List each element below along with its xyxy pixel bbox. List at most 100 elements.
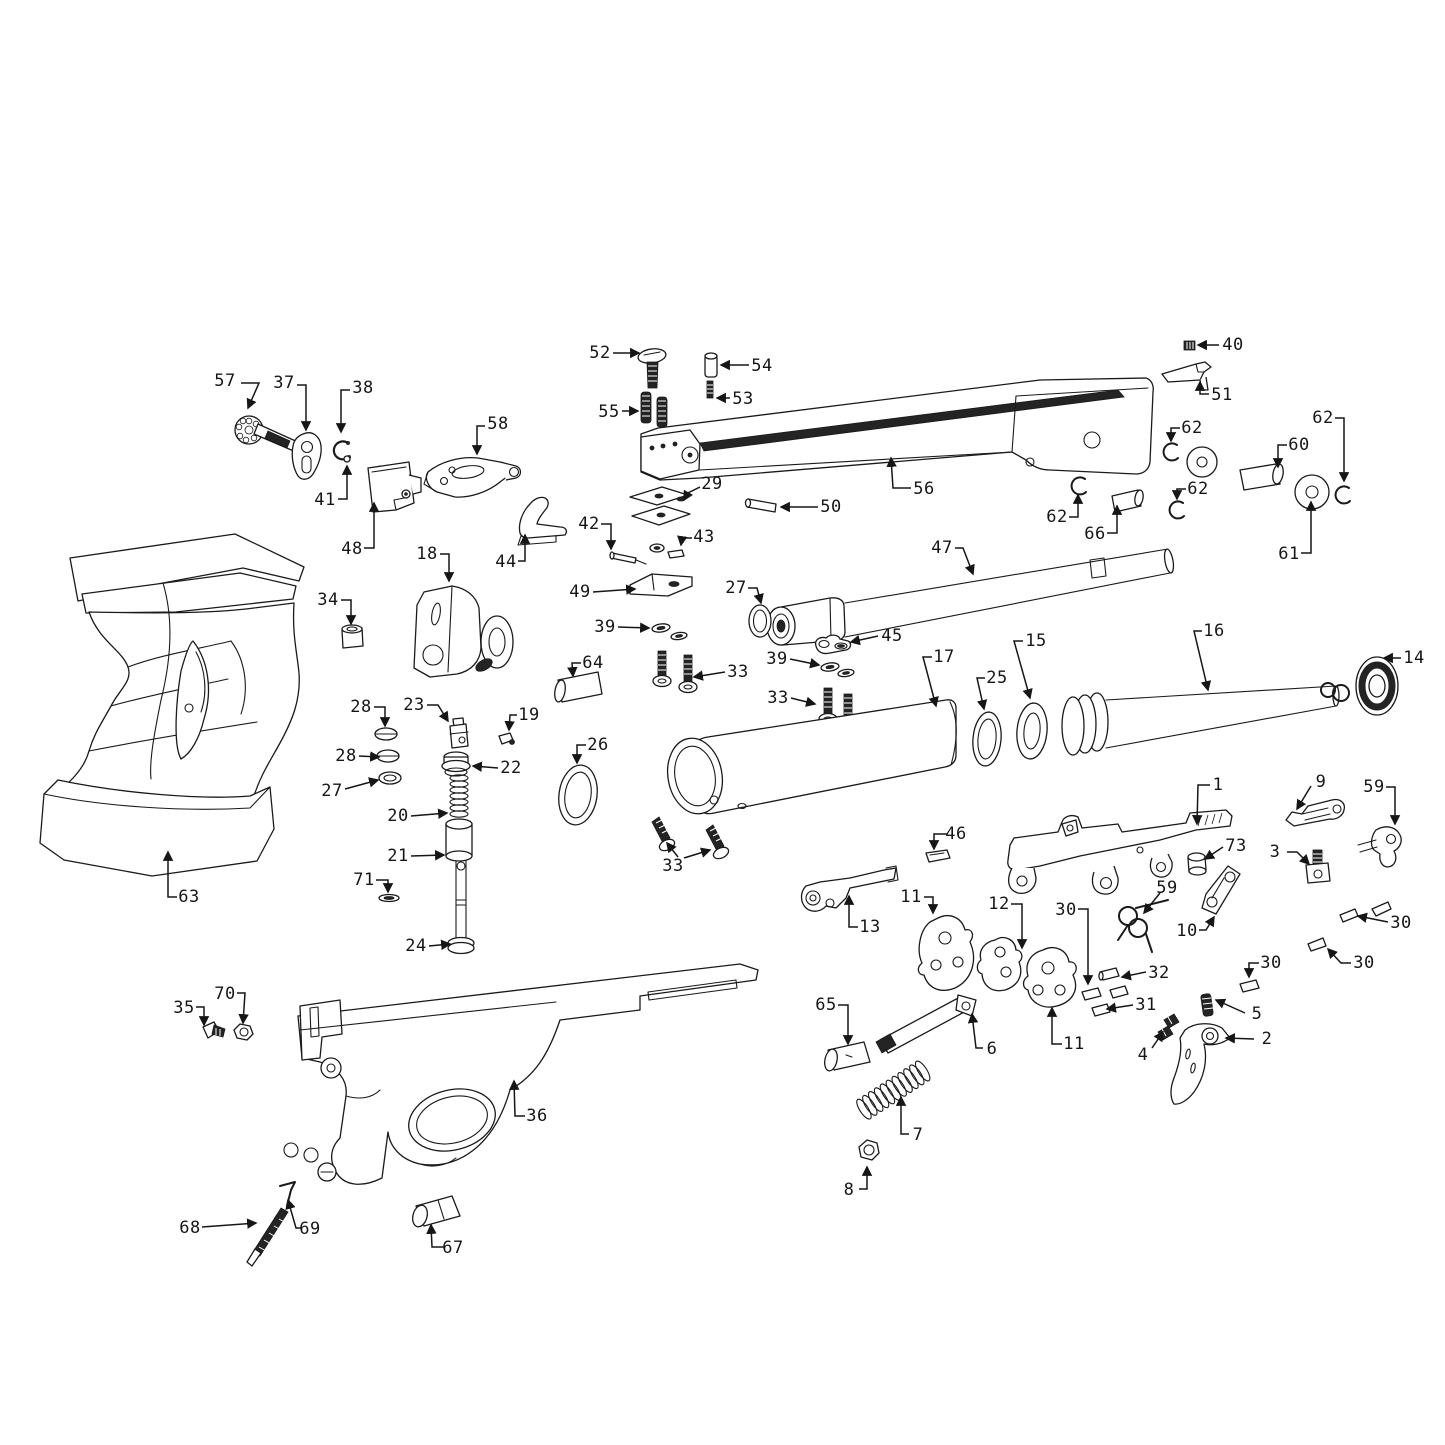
part-label-18: 18	[416, 544, 437, 564]
leader-line-25	[976, 677, 988, 711]
part-34-bushing	[341, 624, 364, 649]
leader-line-44	[518, 533, 531, 562]
part-label-2: 2	[1262, 1029, 1273, 1049]
part-label-22: 22	[500, 758, 521, 778]
part-label-50: 50	[820, 497, 841, 517]
part-32-pin	[1098, 967, 1120, 981]
part-21-piston-cap	[445, 818, 473, 871]
part-69-bent-pin	[279, 1181, 296, 1207]
leader-line-48	[364, 501, 380, 549]
leader-line-33	[683, 847, 712, 859]
part-22-seal	[441, 751, 471, 777]
leader-line-5	[1214, 998, 1246, 1014]
leader-line-70	[237, 992, 249, 1025]
leader-line-63	[162, 850, 177, 898]
part-label-19: 19	[518, 705, 539, 725]
part-label-24: 24	[405, 936, 426, 956]
part-label-57: 57	[214, 371, 235, 391]
part-45-clamp	[814, 634, 852, 655]
leader-line-56	[886, 456, 911, 489]
part-30-pin-a	[1081, 987, 1102, 1001]
part-label-51: 51	[1211, 385, 1232, 405]
leader-line-16	[1193, 630, 1212, 692]
leader-line-19	[504, 714, 517, 732]
leader-line-65	[838, 1004, 854, 1046]
part-label-13: 13	[859, 917, 880, 937]
leader-line-57	[241, 382, 261, 410]
leader-line-38	[335, 389, 350, 434]
part-62-circlip-b	[1334, 485, 1351, 505]
part-label-21: 21	[387, 846, 408, 866]
leader-line-59	[1143, 892, 1161, 915]
part-label-62: 62	[1187, 479, 1208, 499]
leader-line-49	[592, 584, 637, 595]
leader-line-59	[1386, 786, 1401, 826]
leader-line-58	[471, 425, 485, 456]
part-20-spring	[449, 774, 469, 818]
leader-line-6	[967, 1012, 983, 1049]
leader-line-4	[1151, 1030, 1164, 1049]
part-label-65: 65	[815, 995, 836, 1015]
leader-line-39	[789, 658, 821, 669]
leader-line-1	[1191, 784, 1210, 826]
leader-line-69	[285, 1198, 302, 1229]
part-label-7: 7	[913, 1125, 924, 1145]
part-9-lever	[1285, 798, 1346, 827]
part-label-31: 31	[1135, 995, 1156, 1015]
part-59-trigger-lever	[1357, 826, 1402, 868]
part-label-71: 71	[353, 870, 374, 890]
part-label-66: 66	[1084, 524, 1105, 544]
part-25-oring	[972, 711, 1002, 767]
leader-line-30	[1078, 908, 1094, 986]
part-label-39: 39	[594, 617, 615, 637]
part-label-67: 67	[442, 1238, 463, 1258]
part-26-oring	[558, 764, 598, 826]
part-label-73: 73	[1225, 836, 1246, 856]
part-10-link	[1201, 865, 1241, 915]
part-7-mainspring	[856, 1060, 931, 1120]
part-50-pin	[744, 498, 777, 513]
part-label-40: 40	[1222, 335, 1243, 355]
leader-line-27	[344, 777, 380, 790]
leader-line-9	[1296, 785, 1312, 811]
part-label-23: 23	[403, 695, 424, 715]
part-label-4: 4	[1138, 1045, 1149, 1065]
part-66-pin	[1111, 489, 1144, 513]
part-label-3: 3	[1270, 842, 1281, 862]
part-55-sight-springs	[640, 391, 668, 428]
leader-line-62	[1165, 427, 1180, 443]
part-label-27: 27	[321, 781, 342, 801]
part-label-52: 52	[589, 343, 610, 363]
leader-line-39	[617, 622, 651, 633]
part-23-valve-body	[449, 717, 469, 749]
part-4-set-screws	[1157, 1013, 1180, 1041]
part-3-screw-block	[1305, 849, 1331, 884]
part-label-62: 62	[1312, 408, 1333, 428]
leader-line-47	[955, 547, 975, 576]
part-label-68: 68	[179, 1218, 200, 1238]
part-39-washers-right	[820, 662, 855, 678]
part-30-pin-c	[1307, 937, 1327, 952]
leader-line-35	[196, 1006, 210, 1027]
part-59-torsion-spring	[1117, 899, 1169, 953]
part-42-pin	[609, 551, 647, 565]
part-40-set-screw	[1183, 340, 1196, 351]
part-30-pins-d	[1339, 901, 1392, 923]
part-29-plates	[629, 486, 691, 526]
part-13-cocking-lever	[800, 865, 899, 912]
part-44-lever	[517, 496, 567, 546]
leader-line-7	[895, 1095, 909, 1135]
leader-line-26	[571, 744, 586, 765]
leader-line-21	[410, 850, 446, 861]
part-56-upper-receiver	[640, 377, 1154, 481]
part-label-41: 41	[314, 490, 335, 510]
leader-line-34	[341, 599, 357, 626]
part-64-pin	[554, 671, 603, 703]
leader-line-33	[790, 696, 817, 707]
part-label-45: 45	[881, 626, 902, 646]
leader-line-8	[859, 1165, 873, 1190]
part-61-washer	[1294, 474, 1330, 510]
leader-line-62	[1171, 488, 1186, 501]
